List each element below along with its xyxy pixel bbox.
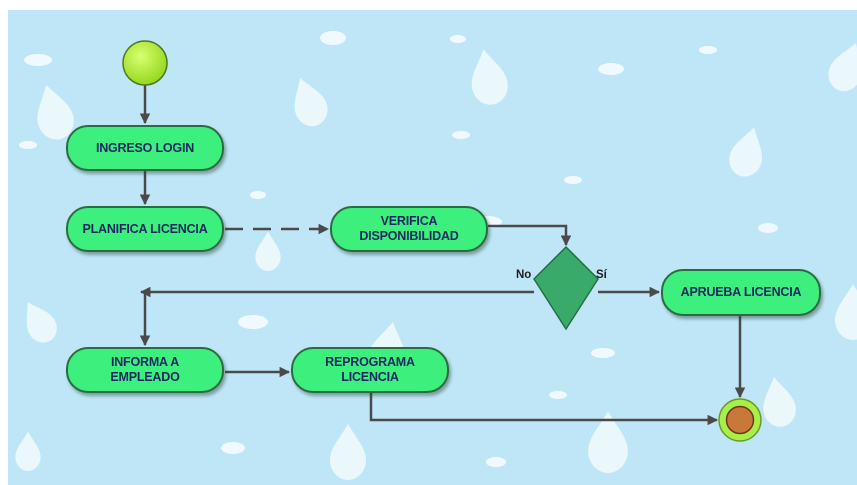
- water-drop-oval: [19, 141, 37, 149]
- water-drop-oval: [564, 176, 582, 184]
- water-drop: [330, 424, 366, 480]
- activity-planifica-licencia: PLANIFICA LICENCIA: [66, 206, 224, 252]
- water-drop: [588, 411, 628, 473]
- water-drop: [471, 49, 508, 105]
- water-drop-oval: [221, 442, 245, 454]
- decision-no-label: No: [516, 269, 532, 281]
- diagram-canvas: INGRESO LOGIN PLANIFICA LICENCIA VERIFIC…: [8, 10, 857, 485]
- water-drop-oval: [450, 35, 466, 43]
- connector-arrows: [139, 85, 746, 426]
- end-node-core: [725, 405, 755, 435]
- water-drop-oval: [758, 223, 778, 233]
- water-drop-oval: [320, 31, 346, 45]
- water-drop: [729, 127, 762, 177]
- diagram-connectors: [122, 40, 762, 442]
- activity-reprograma-licencia: REPROGRAMA LICENCIA: [291, 347, 449, 393]
- activity-ingreso-login: INGRESO LOGIN: [66, 125, 224, 171]
- water-drop: [37, 84, 74, 140]
- water-drop: [828, 43, 857, 92]
- activity-verifica-disponibilidad: VERIFICA DISPONIBILIDAD: [330, 206, 488, 252]
- activity-informa-a-empleado: INFORMA A EMPLEADO: [66, 347, 224, 393]
- decision-yes-label: Sí: [596, 269, 607, 281]
- water-drop: [26, 301, 57, 343]
- arrow-reprograma-to-end: [369, 393, 719, 426]
- start-node: [122, 40, 168, 86]
- water-drop-oval: [486, 457, 506, 467]
- water-drop: [15, 431, 41, 471]
- water-drop: [255, 231, 281, 271]
- water-drop-oval: [238, 315, 268, 329]
- water-drop-oval: [250, 191, 266, 199]
- water-drop-oval: [598, 63, 624, 75]
- water-drop: [763, 376, 796, 427]
- water-drop-oval: [549, 391, 567, 399]
- water-drop: [835, 284, 857, 340]
- water-drop-oval: [452, 131, 470, 139]
- water-drop: [294, 78, 328, 127]
- activity-aprueba-licencia: APRUEBA LICENCIA: [661, 269, 821, 316]
- water-drop-oval: [699, 46, 717, 54]
- water-drop-oval: [24, 54, 52, 66]
- decision-node: [533, 245, 599, 331]
- water-drop-oval: [591, 348, 615, 358]
- arrow-verifica-to-decision: [488, 224, 572, 247]
